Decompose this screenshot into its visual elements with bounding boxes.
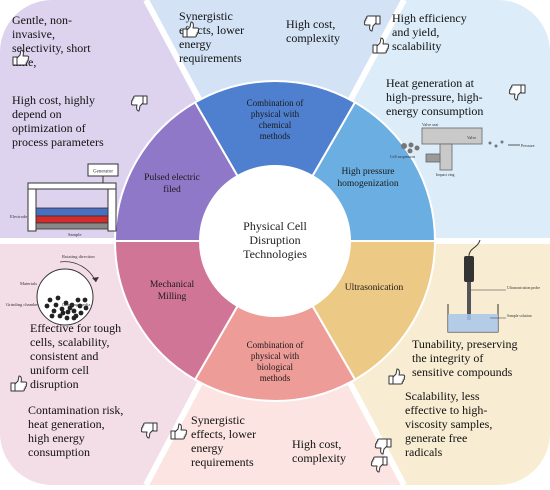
grinding-media-label: Grinding media	[62, 302, 90, 307]
pef-advantages: Gentle, non-invasive,selectivity, shortt…	[12, 13, 91, 69]
ultrasonication-probe-label: Ultrasonication probe	[507, 286, 540, 290]
grinding-ball	[73, 313, 79, 319]
impact-ring-label: Impact ring	[436, 172, 455, 177]
materials-label: Materials	[20, 281, 37, 286]
grinding-ball	[63, 300, 69, 306]
grinding-ball	[53, 302, 59, 308]
grinding-ball	[51, 308, 57, 314]
grinding-ball	[71, 308, 77, 314]
chemical-disadvantages: High cost,complexity	[286, 17, 340, 45]
grinding-ball	[47, 297, 53, 303]
grinding-ball	[44, 303, 50, 309]
hph-valve-illustration: Valve seat Valve Pressure Cell suspensio…	[390, 122, 535, 177]
sample-solution-label: Sample solution	[507, 314, 532, 318]
grinding-ball	[75, 297, 81, 303]
generator-label: Generator	[93, 170, 113, 175]
grinding-ball	[78, 310, 84, 316]
grinding-ball	[67, 305, 73, 311]
grinding-ball	[65, 309, 71, 315]
grinding-ball	[64, 315, 70, 321]
electrode-label: Electrode	[10, 214, 27, 219]
ultrasonication-illustration: Ultrasonication probe Sample solution	[447, 239, 540, 333]
pef-chamber-illustration: Generator Electrode Sample	[10, 163, 119, 237]
grinding-chamber-label: Grinding chamber	[6, 302, 39, 307]
valve-seat-label: Valve seat	[422, 122, 439, 127]
grinding-ball	[49, 313, 55, 319]
grinding-ball	[55, 295, 61, 301]
grinding-ball	[59, 306, 65, 312]
rotating-direction-label: Rotating direction	[62, 254, 95, 259]
valve-label: Valve	[467, 135, 476, 140]
method-label-ultrasonication: Ultrasonication	[345, 283, 404, 293]
grinding-ball	[60, 310, 66, 316]
grinding-ball	[82, 297, 88, 303]
pressure-label: Pressure	[521, 143, 535, 148]
cell-suspension-label: Cell suspension	[390, 154, 415, 159]
grinding-ball	[83, 305, 89, 311]
milling-disadvantages: Contamination risk,heat generation,high …	[28, 403, 123, 459]
biological-disadvantages: High cost,complexity	[292, 437, 346, 465]
center-circle	[200, 166, 350, 316]
grinding-ball	[77, 303, 83, 309]
method-ring	[113, 80, 437, 402]
sample-label: Sample	[68, 232, 82, 237]
milling-illustration: Rotating direction Materials Grinding ch…	[6, 254, 99, 326]
grinding-ball	[57, 313, 63, 319]
